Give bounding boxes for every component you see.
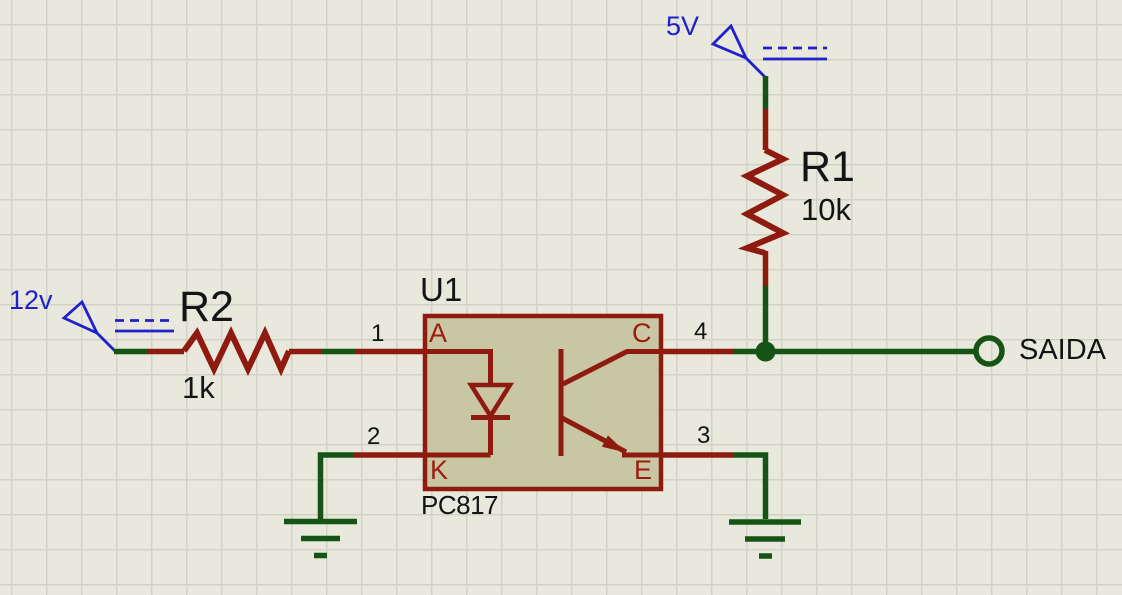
pin-number-3: 3: [697, 422, 711, 449]
resistor-r2-ref: R2: [179, 283, 234, 331]
pin-label-cathode: K: [430, 455, 449, 485]
power-label-5v: 5V: [666, 11, 700, 41]
resistor-r2[interactable]: [148, 325, 322, 377]
optocoupler-ref: U1: [420, 271, 463, 308]
output-terminal-label: SAIDA: [1019, 334, 1107, 366]
phototransistor-symbol-icon: [558, 349, 661, 458]
pin-number-2: 2: [367, 423, 381, 450]
ground-symbol-right[interactable]: [729, 519, 801, 559]
pin-number-4: 4: [694, 318, 708, 345]
pin-label-anode: A: [429, 318, 448, 348]
wire-pin2-to-ground[interactable]: [317, 452, 354, 519]
optocoupler-part-number: PC817: [421, 490, 499, 520]
ground-symbol-left[interactable]: [284, 518, 357, 559]
optocoupler-body: [422, 313, 664, 492]
resistor-r1[interactable]: [737, 109, 791, 286]
resistor-r1-value: 10k: [801, 192, 851, 227]
power-label-12v: 12v: [9, 285, 53, 315]
power-terminal-5v-icon[interactable]: [710, 23, 827, 78]
resistor-r1-ref: R1: [800, 143, 855, 191]
pin-label-collector: C: [632, 318, 652, 348]
power-terminal-12v-icon[interactable]: [61, 299, 174, 352]
led-symbol-icon: [425, 349, 515, 458]
pin-label-emitter: E: [634, 455, 653, 485]
pin-number-1: 1: [371, 320, 385, 347]
resistor-r2-value: 1k: [182, 370, 215, 405]
wire-pin3-to-ground[interactable]: [733, 452, 769, 519]
junction-dot: [755, 341, 776, 362]
output-terminal-icon[interactable]: [973, 335, 1005, 367]
optocoupler-u1[interactable]: [353, 313, 734, 492]
